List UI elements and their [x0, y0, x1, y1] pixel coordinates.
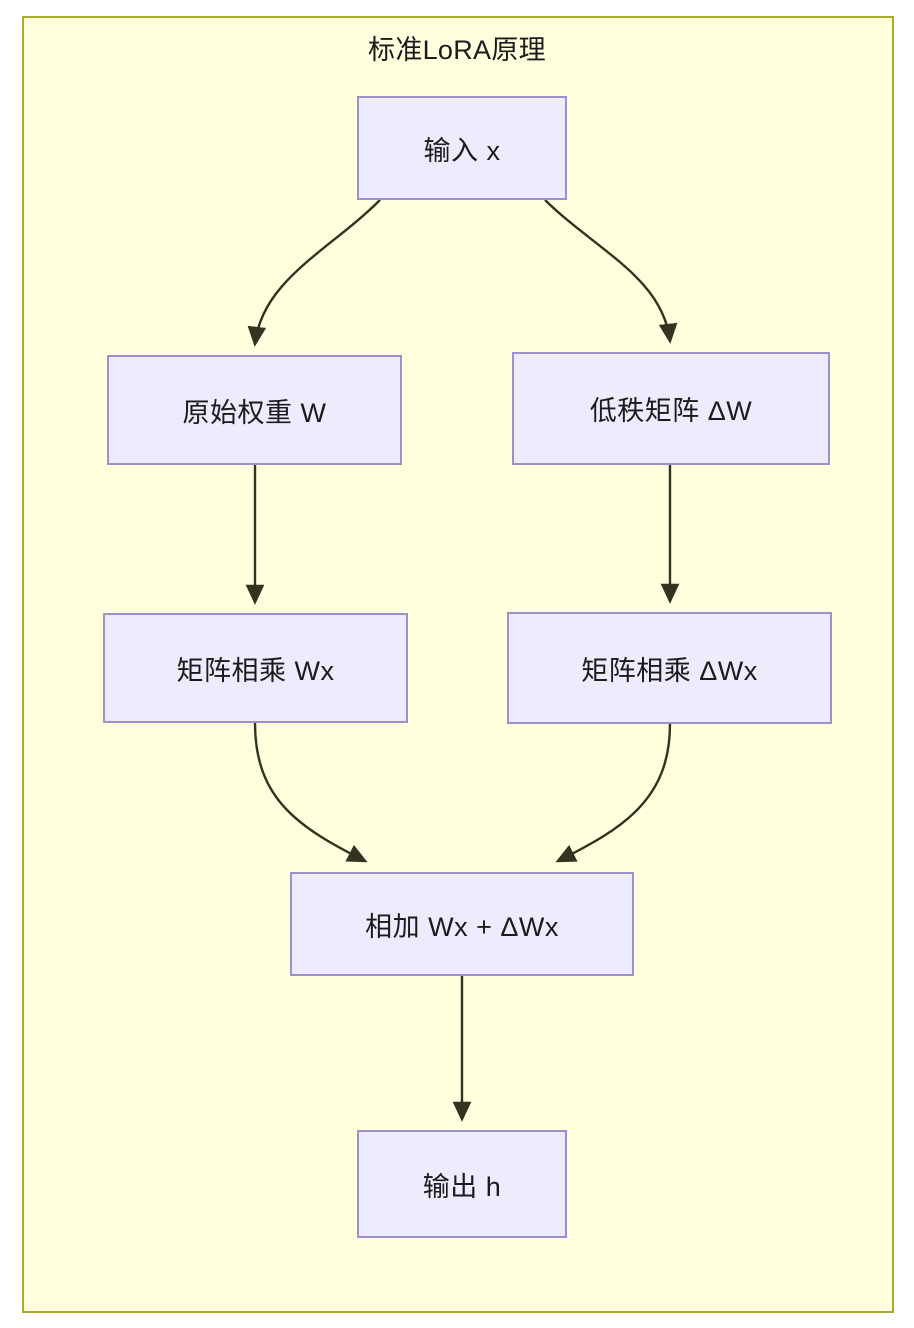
- node-input[interactable]: 输入 x: [357, 96, 567, 200]
- node-input-label: 输入 x: [423, 135, 501, 166]
- node-add[interactable]: 相加 Wx + ΔWx: [290, 872, 634, 976]
- node-matmul-dwx[interactable]: 矩阵相乘 ΔWx: [507, 612, 832, 724]
- node-low-rank-matrix-label: 低秩矩阵 ΔW: [589, 396, 753, 426]
- node-original-weight-label: 原始权重 W: [182, 397, 327, 428]
- node-low-rank-matrix[interactable]: 低秩矩阵 ΔW: [512, 352, 830, 465]
- node-add-label: 相加 Wx + ΔWx: [365, 911, 559, 942]
- node-matmul-wx[interactable]: 矩阵相乘 Wx: [103, 613, 408, 723]
- node-original-weight[interactable]: 原始权重 W: [107, 355, 402, 465]
- node-output-label: 输出 h: [422, 1171, 502, 1202]
- node-matmul-dwx-label: 矩阵相乘 ΔWx: [581, 655, 758, 686]
- page-title: 标准LoRA原理: [368, 35, 546, 65]
- node-output[interactable]: 输出 h: [357, 1130, 567, 1238]
- node-matmul-wx-label: 矩阵相乘 Wx: [176, 655, 335, 686]
